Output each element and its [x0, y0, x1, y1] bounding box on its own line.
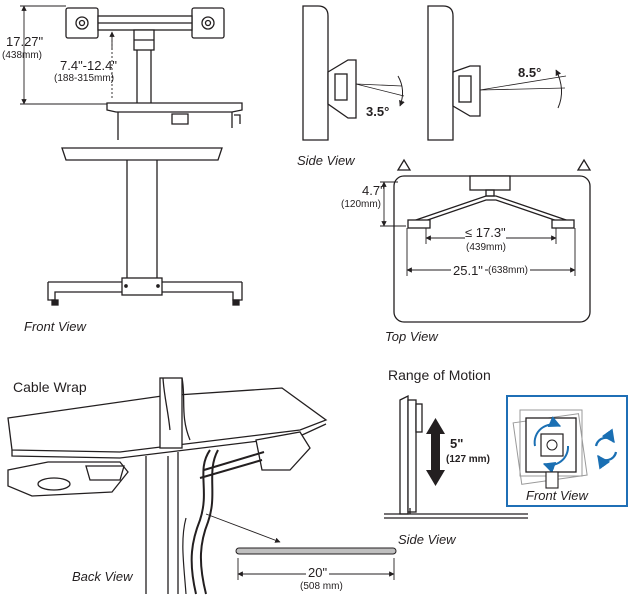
top-depth-label: 4.7" [362, 183, 385, 198]
range-side-view-caption: Side View [398, 532, 456, 547]
range-of-motion-title: Range of Motion [388, 367, 491, 383]
front-height-mm-label: (438mm) [2, 50, 43, 61]
cable-length-mm-label: (508 mm) [300, 581, 343, 592]
inner-width-label: ≤ 17.3" [465, 225, 506, 240]
rotate-icon [594, 428, 618, 470]
cable-wrap-piece [235, 547, 397, 555]
travel-arrow [426, 418, 445, 486]
back-view-drawing [7, 377, 328, 595]
tilt-down-label: 3.5° [366, 104, 390, 119]
front-height-label: 17.27" [6, 34, 44, 49]
outer-width-label: 25.1" [451, 263, 485, 278]
front-view-caption: Front View [24, 319, 86, 334]
back-view-caption: Back View [72, 569, 133, 584]
top-depth-mm-label: (120mm) [341, 199, 382, 210]
range-side-drawing [384, 394, 528, 519]
travel-label: 5" [450, 436, 464, 451]
inner-width-mm-label: (439mm) [466, 242, 507, 253]
travel-mm-label: (127 mm) [446, 454, 490, 465]
tilt-up-label: 8.5° [518, 65, 542, 80]
monitor-range-mm-label: (188-315mm) [54, 73, 115, 84]
front-view-drawing [47, 7, 243, 306]
cable-length-label: 20" [306, 565, 330, 580]
side-view-drawing [302, 5, 567, 141]
top-view-caption: Top View [385, 329, 438, 344]
top-view-drawing [393, 158, 592, 323]
range-front-view-caption: Front View [526, 488, 588, 503]
monitor-range-label: 7.4"-12.4" [60, 58, 117, 73]
cable-wrap-title: Cable Wrap [13, 379, 87, 395]
side-view-caption: Side View [297, 153, 355, 168]
outer-width-mm-label: (638mm) [488, 265, 531, 276]
range-front-panel [506, 395, 628, 507]
